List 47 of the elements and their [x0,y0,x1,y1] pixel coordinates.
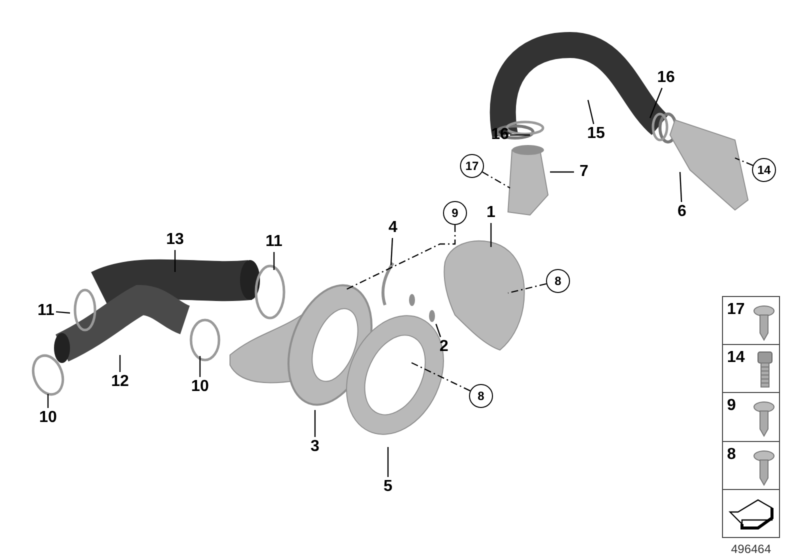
leader-line [550,171,574,173]
callout-number: 5 [375,477,401,497]
leader-line [273,252,275,270]
callout-number: 10 [187,377,213,397]
part-number: 17 [727,301,745,319]
callout-number: 16 [487,125,513,145]
callout-number: 15 [583,124,609,144]
leader-line [47,394,49,408]
leader-line [410,361,470,392]
part-number: 9 [727,397,736,416]
callout-number: 10 [35,408,61,428]
leader-line [482,172,510,189]
callout-number: 11 [261,232,287,252]
leader-line [56,311,70,314]
leader-line [199,356,201,377]
circled-callout-number: 9 [443,201,467,225]
callout-number: 4 [380,218,406,238]
leader-line [734,157,754,166]
part-number: 8 [727,446,736,464]
leader-line [490,223,492,247]
leader-line [587,100,594,124]
circled-callout-number: 14 [752,158,776,182]
callout-number: 2 [431,337,457,357]
leader-line [314,410,316,437]
callout-number: 16 [653,68,679,88]
leader-line [119,355,121,372]
circled-callout-number: 17 [460,154,484,178]
callout-number: 11 [33,301,59,321]
leader-line [649,88,663,118]
diagram-number: 496464 [730,542,772,556]
leader-line [435,324,442,338]
leader-line [387,447,389,477]
callout-number: 13 [162,230,188,250]
leader-line [390,238,394,266]
circled-callout-number: 8 [469,384,493,408]
leader-line [174,250,176,272]
leader-line [510,134,530,136]
leader-line [508,283,546,294]
callout-number: 7 [571,162,597,182]
circled-callout-number: 8 [546,269,570,293]
leader-line [679,172,682,202]
leader-line [344,225,456,291]
callout-number: 6 [669,202,695,222]
callout-number: 12 [107,372,133,392]
callout-number: 1 [478,203,504,223]
callout-number: 3 [302,437,328,457]
part-number: 14 [727,349,745,368]
